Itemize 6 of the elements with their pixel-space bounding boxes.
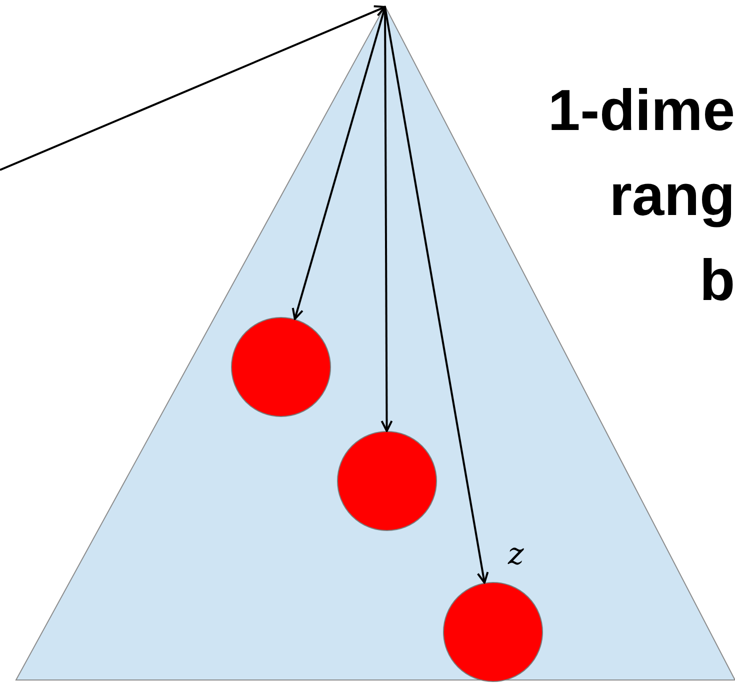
circle-caption: z bbox=[508, 540, 524, 570]
arrow bbox=[0, 5, 386, 171]
triangle-shape bbox=[15, 5, 735, 681]
arrow bbox=[384, 6, 489, 584]
arrow bbox=[292, 6, 386, 320]
heading-text: 1-dime rang b bbox=[547, 77, 735, 315]
